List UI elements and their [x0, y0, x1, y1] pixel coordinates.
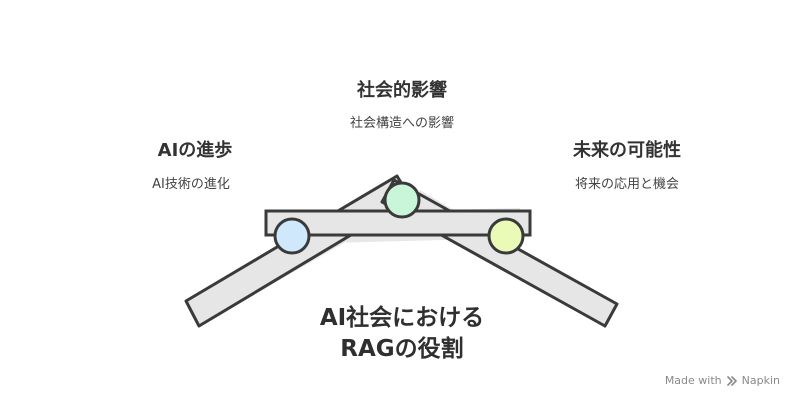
node-right-title: 未来の可能性 — [573, 140, 681, 161]
joint-left — [273, 217, 311, 255]
napkin-logo-icon — [726, 375, 737, 386]
brand-prefix: Made with — [664, 374, 722, 387]
diagram-title: AI社会における RAGの役割 — [260, 303, 544, 365]
node-right-subtitle: 将来の応用と機会 — [574, 177, 679, 192]
joint-right — [487, 217, 525, 255]
node-top-title: 社会的影響 — [357, 80, 447, 101]
brand-name: Napkin — [741, 374, 780, 387]
node-left-subtitle: AI技術の進化 — [152, 177, 230, 192]
diagram-title-line1: AI社会における — [319, 305, 485, 331]
node-top-subtitle: 社会構造への影響 — [349, 116, 454, 131]
node-left-title: AIの進歩 — [157, 140, 233, 161]
joint-top — [383, 181, 421, 219]
diagram-title-line2: RAGの役割 — [340, 336, 464, 362]
napkin-watermark[interactable]: Made with Napkin — [665, 374, 780, 387]
